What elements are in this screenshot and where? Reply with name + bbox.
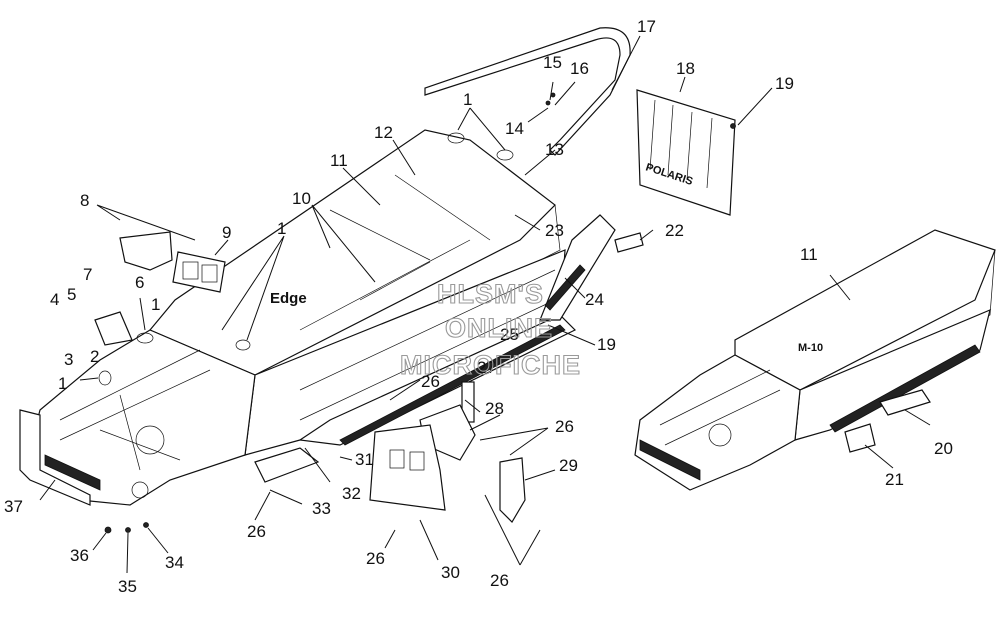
callout-20: 20 <box>934 439 953 458</box>
callout-9: 9 <box>222 223 231 242</box>
callout-26d: 26 <box>366 549 385 568</box>
callout-15: 15 <box>543 53 562 72</box>
callout-16: 16 <box>570 59 589 78</box>
callout-37: 37 <box>4 497 23 516</box>
callout-17: 17 <box>637 17 656 36</box>
watermark: HLSM'S ONLINE MICROFICHE <box>399 278 581 380</box>
watermark-line-3: MICROFICHE <box>400 350 581 380</box>
callout-6: 6 <box>135 273 144 292</box>
watermark-line-1: HLSM'S <box>437 279 544 309</box>
model-label-m10: M-10 <box>798 342 823 354</box>
callout-21: 21 <box>885 470 904 489</box>
callout-25: 25 <box>500 325 519 344</box>
callout-1b: 1 <box>58 374 67 393</box>
callout-10: 10 <box>292 189 311 208</box>
callout-32: 32 <box>342 484 361 503</box>
callout-3: 3 <box>64 350 73 369</box>
callout-13: 13 <box>545 140 564 159</box>
callout-5: 5 <box>67 285 76 304</box>
callout-12: 12 <box>374 123 393 142</box>
callout-1a: 1 <box>151 295 160 314</box>
callout-28: 28 <box>485 399 504 418</box>
callout-11a: 11 <box>330 151 348 170</box>
callout-23: 23 <box>545 221 564 240</box>
callout-36: 36 <box>70 546 89 565</box>
callout-2: 2 <box>90 347 99 366</box>
callout-24: 24 <box>585 290 604 309</box>
m10-chassis: M-10 <box>634 229 996 491</box>
small-parts: POLARIS <box>94 27 931 534</box>
callout-26b: 26 <box>555 417 574 436</box>
callout-19b: 19 <box>597 335 616 354</box>
leader-lines <box>39 35 931 574</box>
callout-31: 31 <box>355 450 374 469</box>
callout-8: 8 <box>80 191 89 210</box>
callout-14: 14 <box>505 119 524 138</box>
callout-34: 34 <box>165 553 184 572</box>
callout-29: 29 <box>559 456 578 475</box>
callout-33: 33 <box>312 499 331 518</box>
callout-35: 35 <box>118 577 137 596</box>
model-label-edge: Edge <box>270 290 307 307</box>
callout-19a: 19 <box>775 74 794 93</box>
callout-26a: 26 <box>421 372 440 391</box>
callout-7: 7 <box>83 265 92 284</box>
callout-30: 30 <box>441 563 460 582</box>
callout-27: 27 <box>477 358 496 377</box>
callout-4: 4 <box>50 290 59 309</box>
callout-18: 18 <box>676 59 695 78</box>
callout-1c: 1 <box>277 219 286 238</box>
callout-1d: 1 <box>463 90 472 109</box>
callout-11b: 11 <box>800 245 818 264</box>
callout-22: 22 <box>665 221 684 240</box>
callout-numbers: 1 1 1 1 2 3 4 5 6 7 8 9 10 11 11 12 13 1… <box>4 17 953 596</box>
callout-26e: 26 <box>490 571 509 590</box>
watermark-line-2: ONLINE <box>445 313 553 343</box>
edge-chassis: Edge <box>19 129 577 506</box>
callout-26c: 26 <box>247 522 266 541</box>
